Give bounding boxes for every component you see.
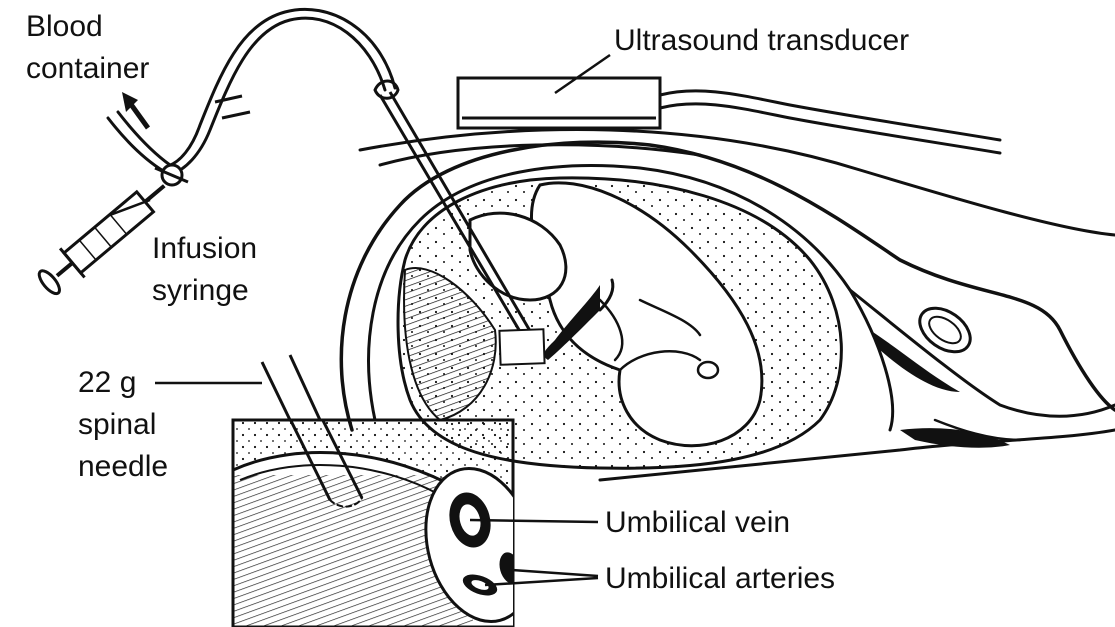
ultrasound-transducer <box>458 55 1000 153</box>
label-blood-container-1: Blood <box>26 10 103 44</box>
label-infusion-syringe-1: Infusion <box>152 232 257 266</box>
label-infusion-syringe-2: syringe <box>152 274 249 308</box>
label-umbilical-vein: Umbilical vein <box>605 506 790 540</box>
blood-container-line <box>108 92 170 172</box>
label-ultrasound-transducer: Ultrasound transducer <box>614 24 909 58</box>
label-needle-2: spinal <box>78 408 156 442</box>
label-umbilical-arteries: Umbilical arteries <box>605 562 835 596</box>
label-needle-3: needle <box>78 450 168 484</box>
label-needle-1: 22 g <box>78 366 136 400</box>
label-blood-container-2: container <box>26 52 149 86</box>
